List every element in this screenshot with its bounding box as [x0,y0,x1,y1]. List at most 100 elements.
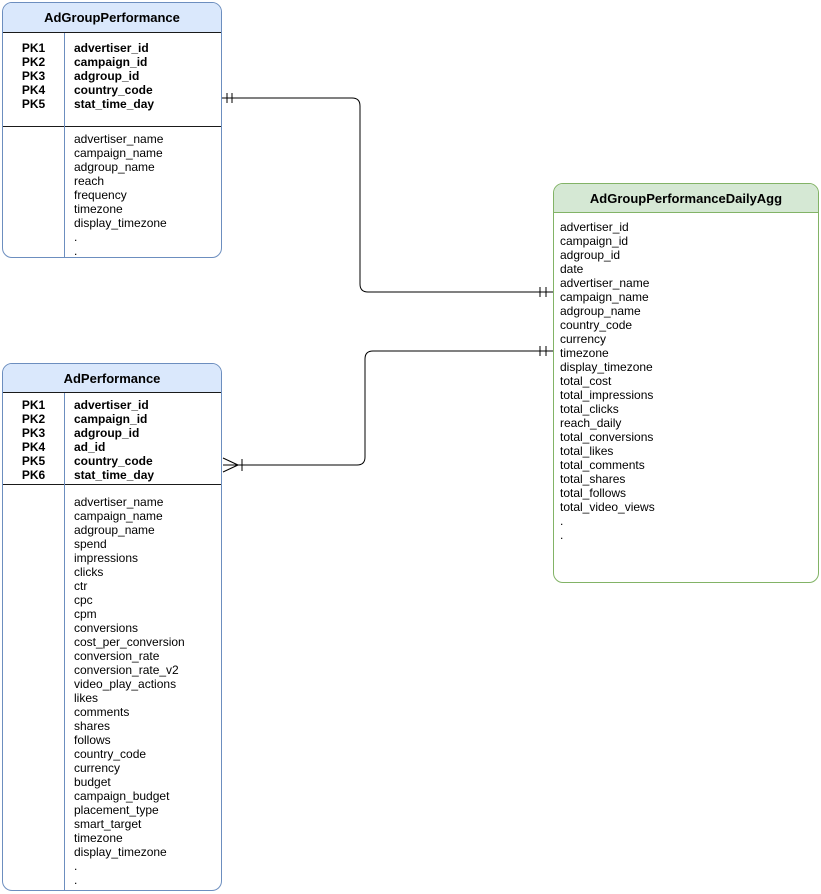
field-name: display_timezone [560,360,653,374]
primary-key-row: PK4 country_code [3,83,221,97]
field-row: advertiser_name [3,132,221,146]
key-column-divider [64,393,65,890]
field-name: . [560,528,564,542]
field-row: advertiser_id [554,220,818,234]
pk-field-name: stat_time_day [74,97,155,111]
field-row: total_impressions [554,388,818,402]
table-adgroupperformance[interactable]: AdGroupPerformance PK1 advertiser_id PK2… [2,2,222,258]
primary-key-row: PK5 stat_time_day [3,97,221,111]
field-row: total_clicks [554,402,818,416]
primary-key-row: PK6 stat_time_day [3,468,221,482]
field-name: smart_target [74,817,142,831]
pk-field-name: campaign_id [74,412,148,426]
field-row: cost_per_conversion [3,635,221,649]
field-name: total_comments [560,458,645,472]
pk-field-name: advertiser_id [74,41,149,55]
pk-label: PK4 [21,83,46,97]
field-row: shares [3,719,221,733]
field-name: timezone [560,346,609,360]
field-row: adgroup_name [3,160,221,174]
field-row: campaign_budget [3,789,221,803]
field-row: . [554,528,818,542]
field-name: placement_type [74,803,159,817]
field-name: advertiser_name [74,132,164,146]
field-row: adgroup_id [554,248,818,262]
field-name: cpc [74,593,93,607]
pk-field-name: country_code [74,454,153,468]
field-name: . [74,244,78,258]
field-name: shares [74,719,111,733]
field-row: advertiser_name [554,276,818,290]
field-name: adgroup_name [560,304,641,318]
field-name: cpm [74,607,97,621]
pk-field-name: advertiser_id [74,398,149,412]
field-name: total_clicks [560,402,619,416]
field-name: total_impressions [560,388,654,402]
field-row: timezone [3,831,221,845]
field-name: date [560,262,584,276]
field-row: smart_target [3,817,221,831]
table-adgroupperformancedailyagg[interactable]: AdGroupPerformanceDailyAgg advertiser_id… [553,183,819,583]
field-row: total_comments [554,458,818,472]
field-row: timezone [554,346,818,360]
field-row: display_timezone [3,216,221,230]
field-row: currency [3,761,221,775]
field-section: advertiser_name campaign_name adgroup_na… [3,484,221,890]
pk-field-name: ad_id [74,440,106,454]
field-name: adgroup_name [74,160,155,174]
field-name: . [74,230,78,244]
connector-adperformance-to-dailyagg[interactable] [238,350,553,466]
field-row: placement_type [3,803,221,817]
primary-key-row: PK2 campaign_id [3,55,221,69]
crow-foot-many-marker [222,457,243,473]
field-row: campaign_id [554,234,818,248]
field-section: advertiser_id campaign_id adgroup_id dat… [554,213,818,582]
field-row: . [3,859,221,873]
field-row: total_likes [554,444,818,458]
field-name: campaign_name [74,509,163,523]
field-row: . [554,514,818,528]
field-row: reach_daily [554,416,818,430]
connector-adgroupperformance-to-dailyagg[interactable] [222,97,553,293]
field-row: currency [554,332,818,346]
table-title-adgroupperformance: AdGroupPerformance [3,3,221,33]
table-adperformance[interactable]: AdPerformance PK1 advertiser_id PK2 camp… [2,363,222,891]
table-title-adperformance: AdPerformance [3,364,221,393]
field-name: video_play_actions [74,677,177,691]
field-name: total_cost [560,374,612,388]
field-row: . [3,230,221,244]
primary-key-row: PK4 ad_id [3,440,221,454]
field-row: timezone [3,202,221,216]
field-name: total_conversions [560,430,654,444]
field-name: country_code [74,747,147,761]
field-name: ctr [74,579,88,593]
field-name: campaign_budget [74,789,170,803]
field-name: budget [74,775,111,789]
field-name: currency [560,332,607,346]
field-name: likes [74,691,99,705]
field-name: impressions [74,551,139,565]
field-row: total_video_views [554,500,818,514]
field-row: conversions [3,621,221,635]
field-name: reach_daily [560,416,622,430]
pk-label: PK5 [21,454,46,468]
field-row: reach [3,174,221,188]
field-name: clicks [74,565,104,579]
field-name: total_follows [560,486,627,500]
field-row: comments [3,705,221,719]
field-name: total_shares [560,472,626,486]
field-row: frequency [3,188,221,202]
field-row: impressions [3,551,221,565]
pk-field-name: adgroup_id [74,426,140,440]
field-name: conversions [74,621,139,635]
pk-label: PK3 [21,426,46,440]
pk-label: PK2 [21,412,46,426]
field-name: reach [74,174,105,188]
field-name: spend [74,537,107,551]
field-row: campaign_name [3,509,221,523]
field-name: conversion_rate [74,649,160,663]
primary-key-row: PK1 advertiser_id [3,398,221,412]
pk-label: PK3 [21,69,46,83]
field-row: conversion_rate [3,649,221,663]
